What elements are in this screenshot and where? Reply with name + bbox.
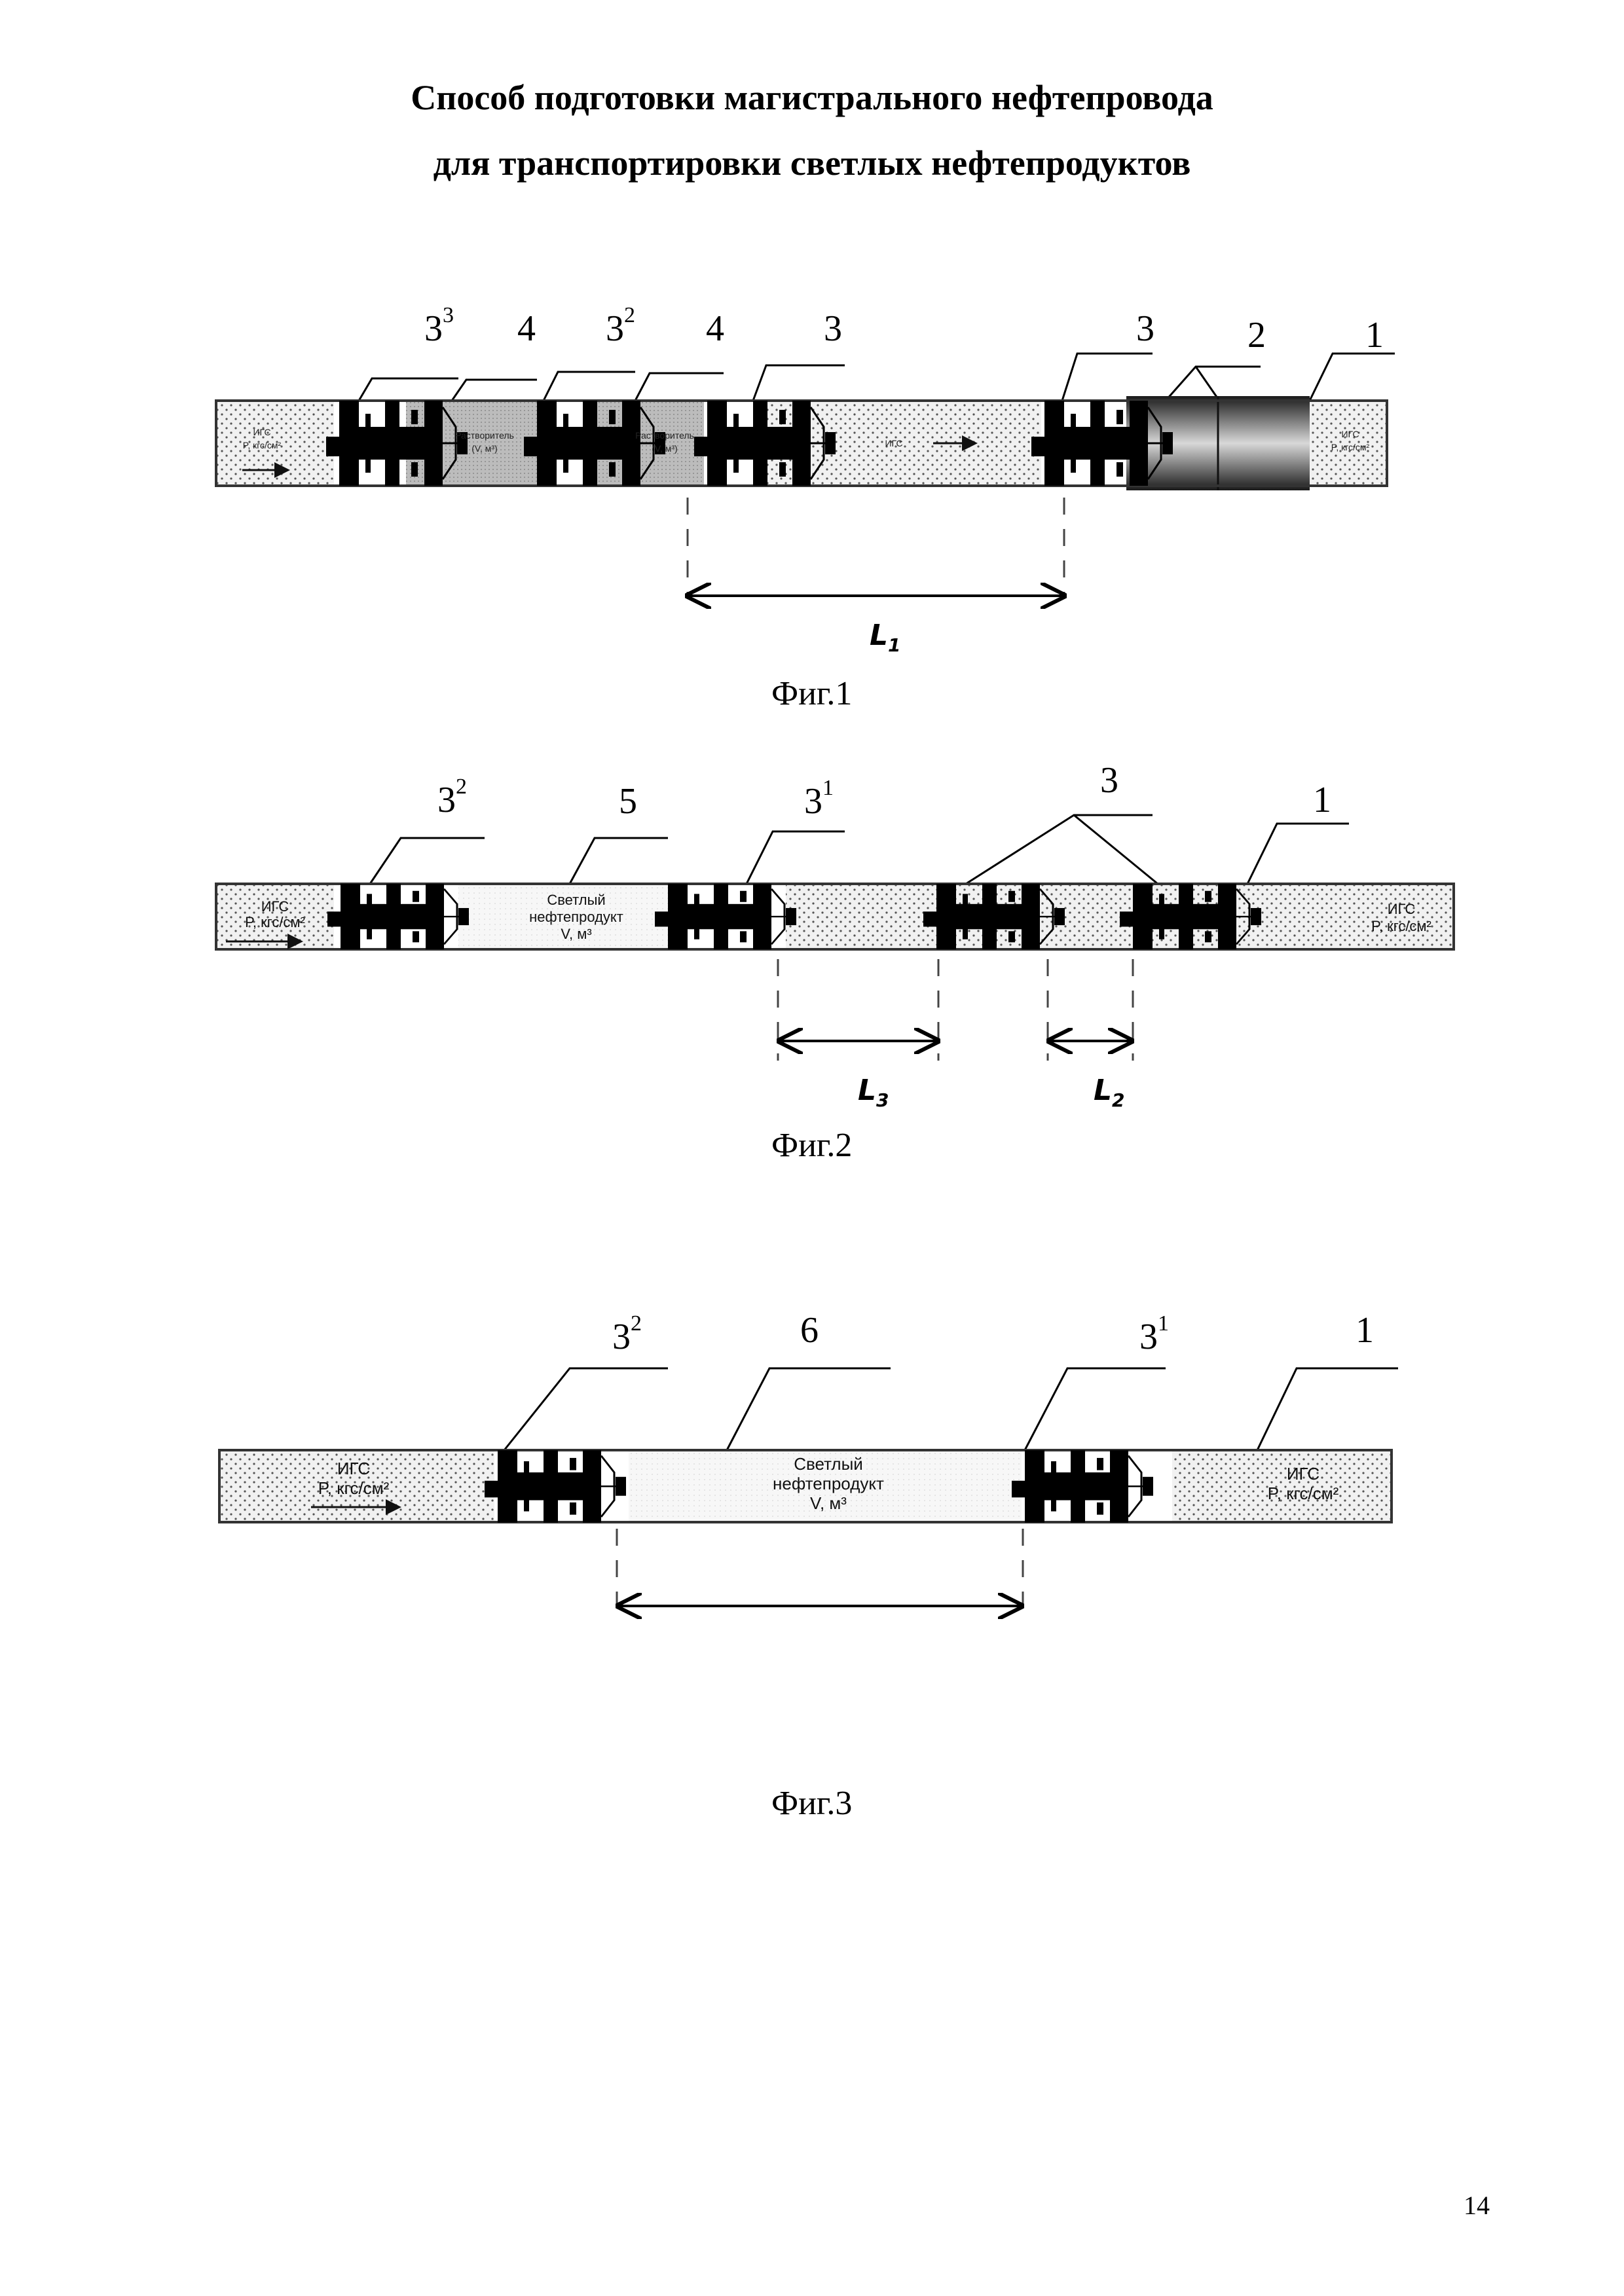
fig1-callout-3-2: 32 xyxy=(606,303,635,349)
fig2-gas-left-pressure: P, кгс/см² xyxy=(245,914,305,930)
fig3-dimension-extension-lines xyxy=(616,1529,1024,1607)
fig2-pig-3-2 xyxy=(326,883,470,951)
figure-2: 32 5 31 3 1 ИГС P, кгс/см² Светлый нефте… xyxy=(215,760,1455,1111)
fig2-pipeline xyxy=(215,883,1455,951)
fig1-gas-right xyxy=(1310,401,1387,486)
fig2-callout-5: 5 xyxy=(619,781,637,822)
fig2-product-batch xyxy=(458,884,668,949)
fig1-gas-right-label: ИГС xyxy=(1341,429,1359,439)
svg-text:33: 33 xyxy=(424,303,454,349)
fig2-dimension-label-l3: L3 xyxy=(858,1074,889,1111)
fig1-pig-3-2 xyxy=(523,399,667,487)
fig3-leader-lines xyxy=(503,1367,1398,1451)
fig2-callout-3-1: 31 xyxy=(804,776,834,822)
svg-text:31: 31 xyxy=(1139,1311,1169,1357)
fig2-dimension-label-l2: L2 xyxy=(1094,1074,1125,1111)
fig2-callout-3: 3 xyxy=(1100,760,1118,801)
fig2-pig-3b xyxy=(1118,883,1263,951)
fig2-product-volume: V, м³ xyxy=(561,926,591,942)
fig3-callout-3-2: 32 xyxy=(612,1311,642,1357)
fig2-product-label: Светлый xyxy=(547,892,605,908)
fig1-separator-plug-b xyxy=(1218,396,1310,490)
fig1-pig-3-3 xyxy=(325,399,469,487)
document-title-line-1: Способ подготовки магистрального нефтепр… xyxy=(411,78,1213,117)
fig2-pig-3a xyxy=(922,883,1066,951)
fig1-callout-3-3: 33 xyxy=(424,303,454,349)
fig1-solvent-2-label: Растворитель xyxy=(635,430,694,441)
svg-text:32: 32 xyxy=(437,774,467,820)
fig2-product-label-2: нефтепродукт xyxy=(529,909,623,925)
fig3-pig-3-1 xyxy=(1010,1449,1154,1523)
fig3-gas-left xyxy=(219,1450,494,1522)
figure-1: 33 4 32 4 3 3 2 1 ИГС P, кгс/см² xyxy=(215,303,1395,656)
fig2-gas-right-pressure: P, кгс/см² xyxy=(1371,918,1431,934)
fig1-gas-left-label: ИГС xyxy=(253,427,270,437)
svg-text:31: 31 xyxy=(804,776,834,822)
fig1-caption: Фиг.1 xyxy=(771,675,853,712)
page-number: 14 xyxy=(1464,2191,1490,2220)
fig1-gas-right-pressure: P, кгс/см² xyxy=(1331,442,1370,452)
fig1-pig-3b xyxy=(1030,399,1174,487)
fig1-gas-middle-label: ИГС xyxy=(885,438,902,448)
fig1-callout-4a: 4 xyxy=(517,308,536,349)
fig1-callout-4b: 4 xyxy=(706,308,724,349)
fig1-solvent-1-label: Растворитель xyxy=(455,430,514,441)
fig3-caption: Фиг.3 xyxy=(771,1785,853,1822)
fig3-gas-left-label: ИГС xyxy=(337,1459,370,1478)
svg-text:32: 32 xyxy=(612,1311,642,1357)
fig1-callout-2: 2 xyxy=(1247,315,1266,355)
fig3-product-batch xyxy=(629,1450,1022,1522)
fig3-gas-right-pressure: P, кгс/см² xyxy=(1268,1484,1339,1503)
fig2-gas-left xyxy=(216,884,334,949)
fig2-caption: Фиг.2 xyxy=(771,1127,853,1164)
fig1-callout-3b: 3 xyxy=(1136,308,1154,349)
fig1-gas-left-pressure: P, кгс/см² xyxy=(243,440,282,450)
fig2-dimension-extension-lines xyxy=(777,959,1134,1061)
fig3-gas-right-label: ИГС xyxy=(1287,1464,1320,1484)
fig2-gas-right-label: ИГС xyxy=(1388,901,1416,917)
fig3-product-label-2: нефтепродукт xyxy=(773,1474,884,1493)
fig2-pig-3-1 xyxy=(654,883,798,951)
fig1-callout-3a: 3 xyxy=(824,308,842,349)
fig1-solvent-2-volume: (V, м³) xyxy=(652,443,677,454)
fig1-dimension-extension-lines xyxy=(686,498,1065,596)
fig2-callout-1: 1 xyxy=(1313,780,1331,820)
svg-text:32: 32 xyxy=(606,303,635,349)
fig1-leader-lines xyxy=(358,352,1395,401)
figure-3: 32 6 31 1 ИГС P, кгс/см² Светлый нефтепр… xyxy=(218,1310,1398,1741)
fig3-product-label: Светлый xyxy=(794,1454,863,1474)
fig3-product-volume: V, м³ xyxy=(810,1493,847,1513)
fig2-gas-left-label: ИГС xyxy=(261,898,289,915)
fig3-pipeline xyxy=(218,1449,1393,1523)
fig3-gas-right xyxy=(1172,1450,1392,1522)
fig3-callout-3-1: 31 xyxy=(1139,1311,1169,1357)
fig2-callout-3-2: 32 xyxy=(437,774,467,820)
fig3-callout-1: 1 xyxy=(1356,1310,1374,1351)
fig1-dimension-label-l1: L1 xyxy=(870,619,901,656)
fig1-callout-1: 1 xyxy=(1365,315,1384,355)
fig3-gas-left-pressure: P, кгс/см² xyxy=(318,1478,390,1498)
fig1-pipeline xyxy=(215,396,1388,490)
fig3-pig-3-2 xyxy=(483,1449,627,1523)
fig2-leader-lines xyxy=(369,814,1349,885)
document-title-line-2: для транспортировки светлых нефтепродукт… xyxy=(433,143,1191,183)
fig3-callout-6: 6 xyxy=(800,1310,819,1351)
fig1-pig-3a xyxy=(693,399,837,487)
fig1-solvent-1-volume: (V, м³) xyxy=(471,443,497,454)
